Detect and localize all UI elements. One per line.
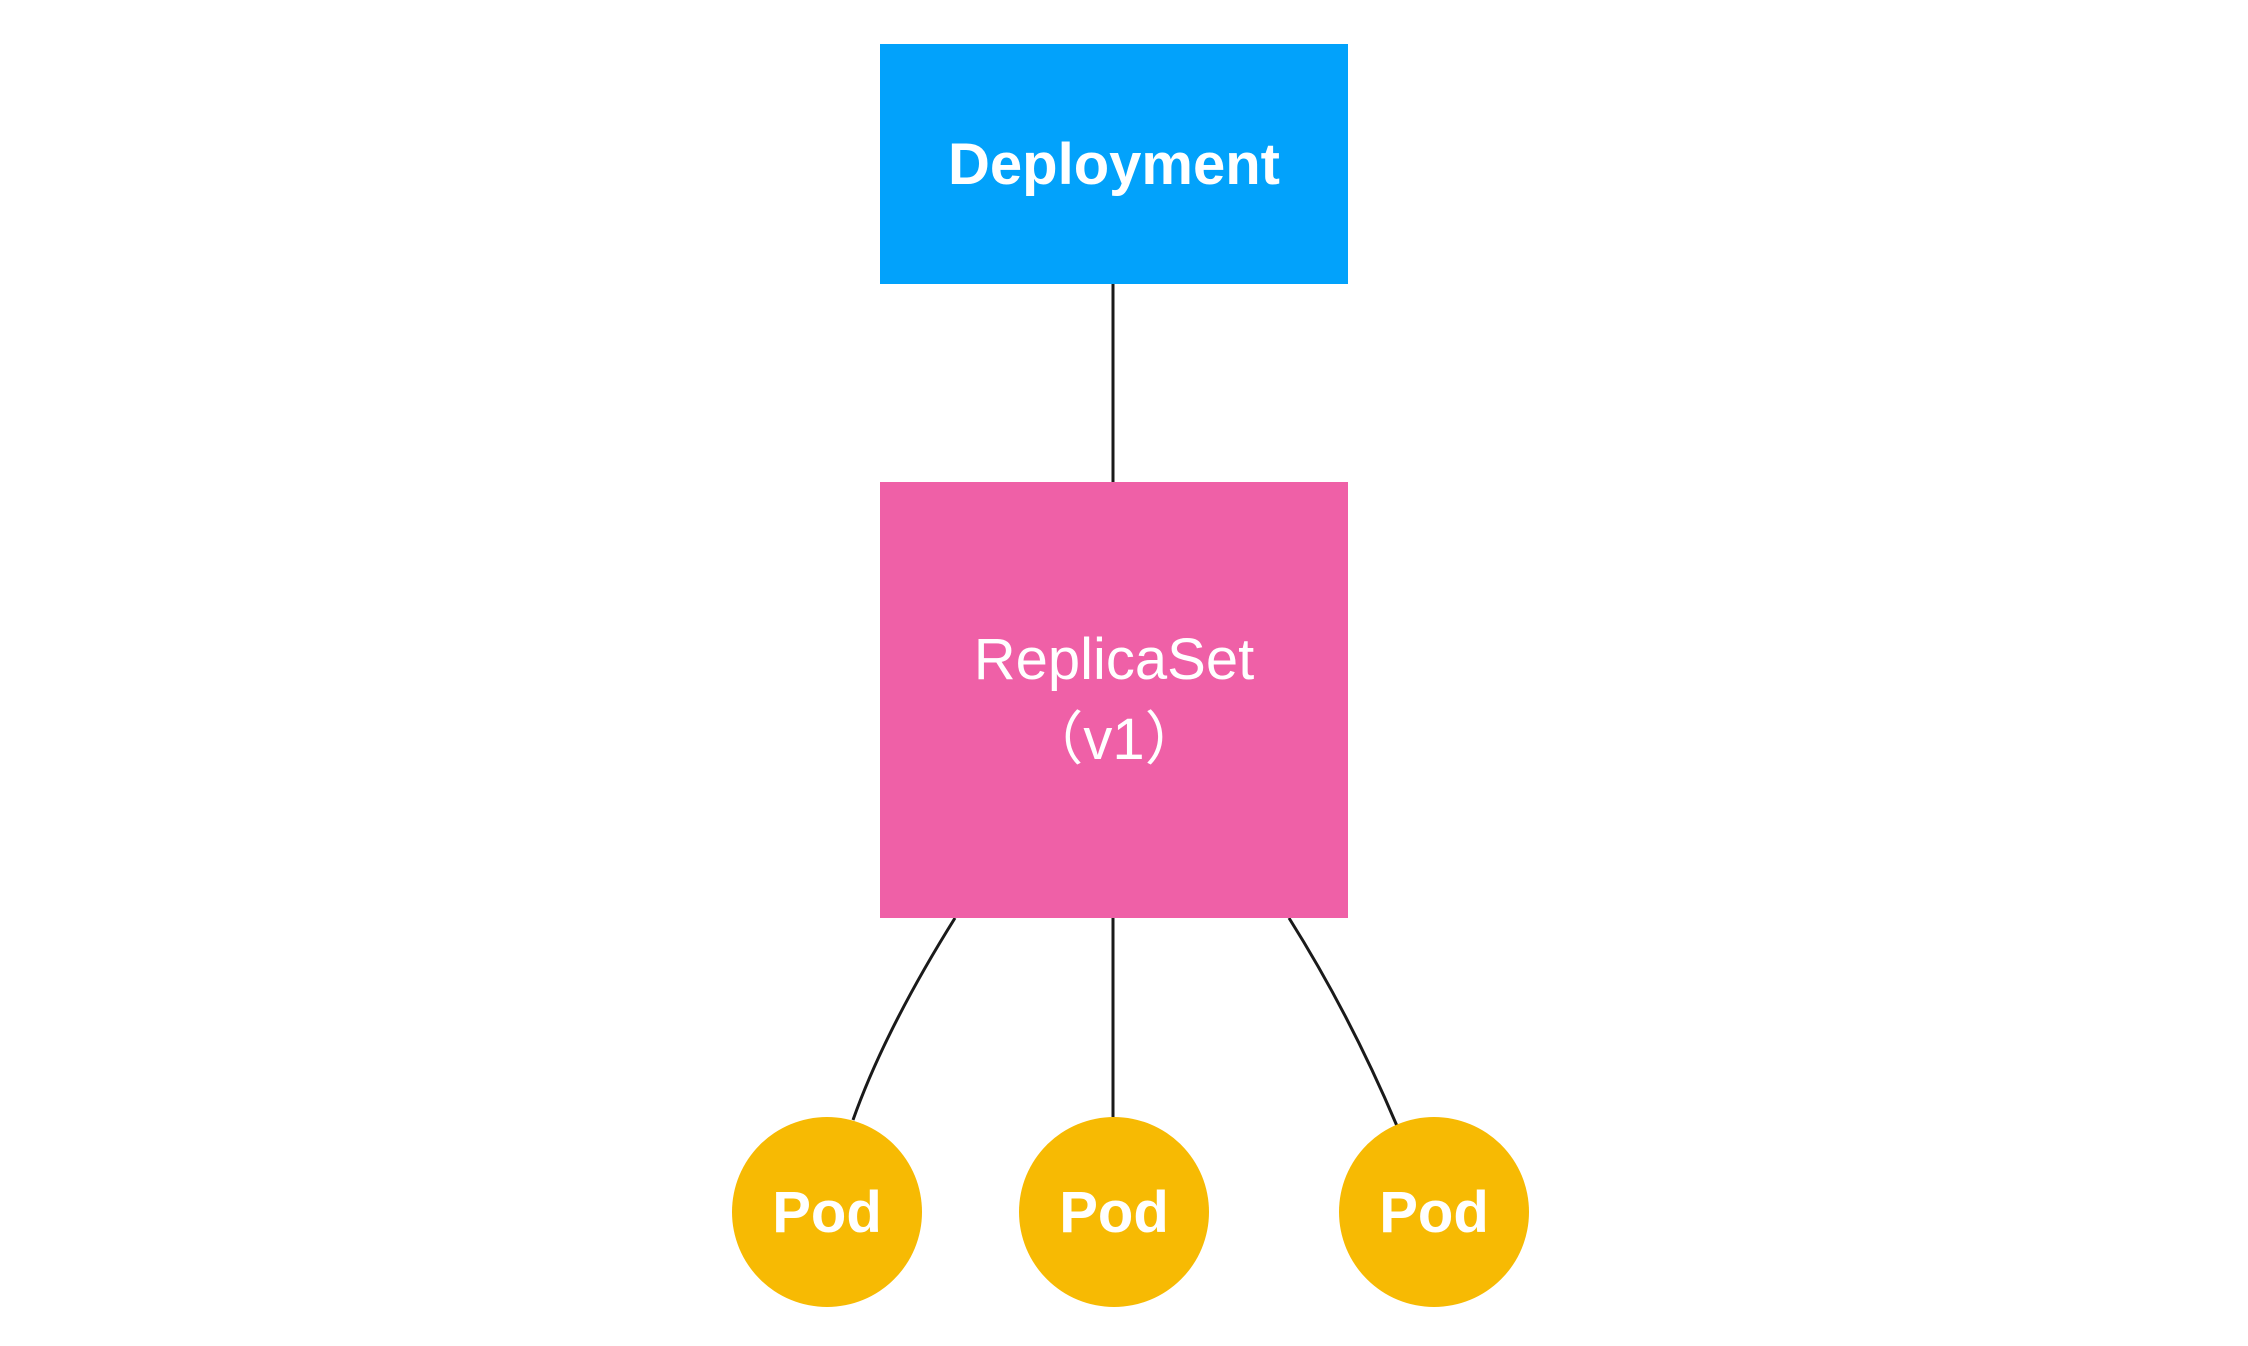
pod-node-3: Pod	[1339, 1117, 1529, 1307]
pod-node-1: Pod	[732, 1117, 922, 1307]
pod-label: Pod	[1059, 1179, 1169, 1245]
replicaset-version: （v1）	[1025, 707, 1203, 772]
pod-label: Pod	[772, 1179, 882, 1245]
edge-replicaset-pod-3	[1287, 917, 1399, 1127]
edge-replicaset-pod-1	[851, 917, 957, 1121]
replicaset-node: ReplicaSet （v1）	[880, 482, 1348, 918]
replicaset-label: ReplicaSet	[973, 627, 1255, 692]
pod-label: Pod	[1379, 1179, 1489, 1245]
pod-node-2: Pod	[1019, 1117, 1209, 1307]
deployment-label: Deployment	[948, 131, 1280, 197]
deployment-node: Deployment	[880, 44, 1348, 284]
